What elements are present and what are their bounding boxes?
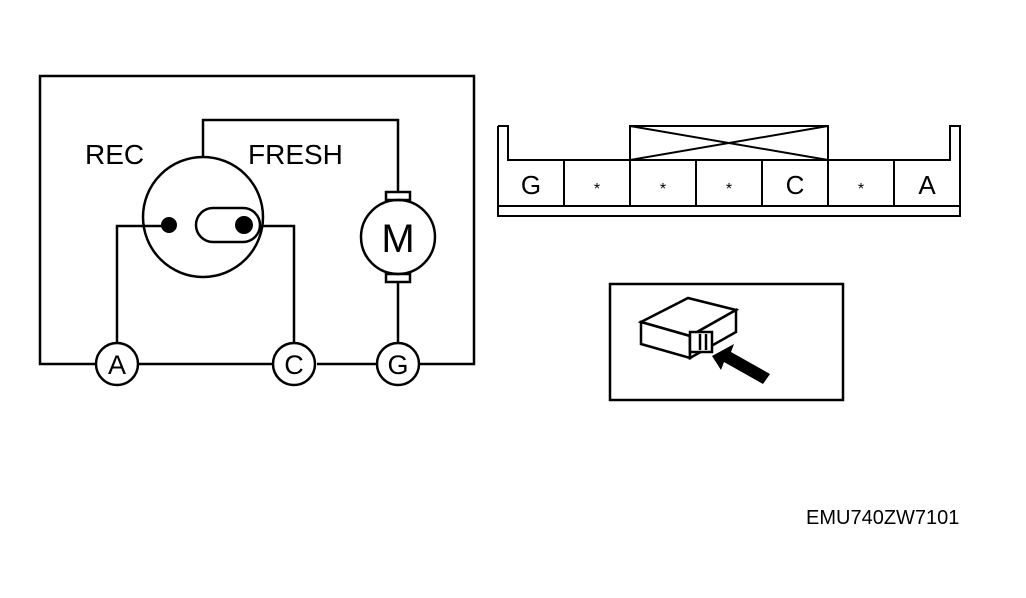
terminal-g — [375, 341, 421, 387]
latch-cross-2 — [629, 125, 829, 161]
connector-cell: A — [918, 170, 936, 200]
connector-cell: * — [594, 181, 600, 198]
wire-rec-a — [115, 224, 169, 343]
arrow-icon — [712, 344, 770, 384]
figure-code: EMU740ZW7101 — [806, 507, 959, 529]
terminal-label-a: A — [108, 350, 126, 380]
switch-rotor — [194, 206, 262, 244]
rec-contact — [161, 217, 177, 233]
wire-switch-motor — [201, 118, 400, 192]
connector — [497, 125, 961, 217]
locator-inset — [608, 282, 845, 402]
rec-label: REC — [85, 139, 144, 170]
terminal-c — [271, 341, 317, 387]
motor-label: M — [381, 217, 414, 261]
schematic — [38, 74, 476, 387]
fresh-contact — [235, 216, 253, 234]
connector-cells: G * * * C * A — [521, 170, 936, 200]
motor-bottom-brush — [384, 272, 412, 284]
connector-cell: C — [786, 170, 805, 200]
fresh-label: FRESH — [248, 139, 343, 170]
connector-cell: * — [726, 181, 732, 198]
connector-cell: * — [660, 181, 666, 198]
connector-cell: * — [858, 181, 864, 198]
terminal-label-g: G — [387, 350, 408, 380]
terminal-label-c: C — [284, 350, 304, 380]
connector-outline — [497, 125, 961, 217]
terminal-a — [94, 341, 140, 387]
wire-fresh-c — [262, 224, 296, 343]
outer-frame — [38, 74, 476, 366]
connector-cell: G — [521, 170, 541, 200]
inset-frame — [608, 282, 845, 402]
